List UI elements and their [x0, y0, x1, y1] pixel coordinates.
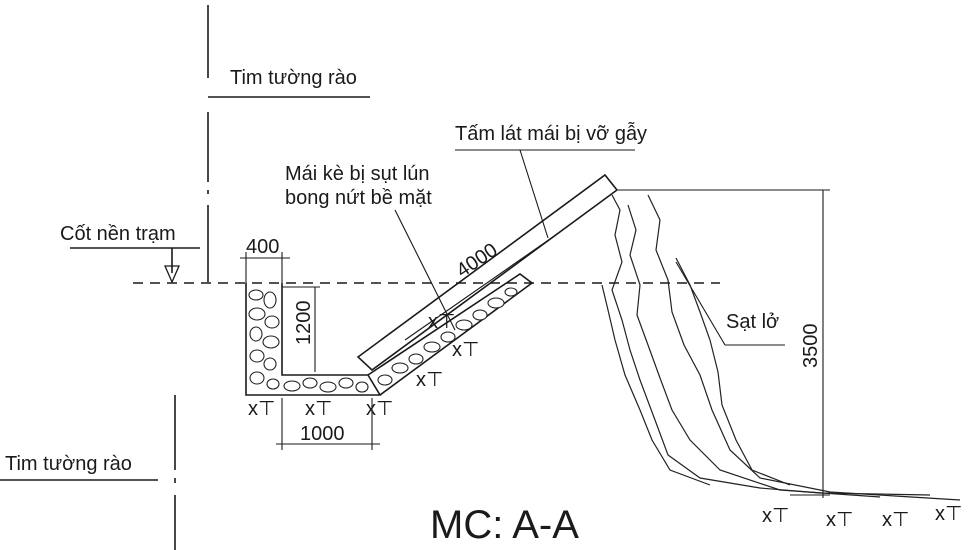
landslide-label: Sạt lở — [726, 311, 779, 333]
landslide-cracks — [601, 194, 961, 501]
dim-top-width — [240, 252, 290, 283]
broken-slab-label: Tấm lát mái bị vỡ gẫy — [455, 122, 647, 145]
slope-revetment — [367, 273, 534, 396]
dim-bottom-width-text: 1000 — [300, 423, 345, 445]
fence-axis-top — [207, 5, 370, 282]
slab-leader-arrow — [519, 149, 549, 239]
ground-level-label: Cốt nền trạm — [60, 223, 176, 245]
fence-axis-bottom — [0, 395, 176, 550]
drainage-channel — [245, 283, 382, 396]
dim-slope-length-text: 4000 — [452, 239, 501, 282]
paving-slab — [356, 173, 655, 372]
dim-depth — [282, 286, 320, 372]
dim-slope-length — [404, 231, 561, 341]
soil-symbol: x⊤ — [416, 369, 443, 391]
dim-top-width-text: 400 — [246, 236, 279, 258]
rubble-stones — [248, 289, 369, 393]
slope-stones — [377, 287, 518, 386]
fence-axis-bottom-label: Tim tường rào — [5, 453, 132, 475]
slope-sink-label-2: bong nứt bề mặt — [285, 187, 432, 209]
soil-symbol: x⊤ — [305, 398, 332, 420]
dim-height — [655, 189, 830, 498]
slope-sink-label-1: Mái kè bị sụt lún — [285, 163, 430, 185]
soil-symbols: x⊤ x⊤ x⊤ x⊤ x⊤ x⊤ x⊤ x⊤ x⊤ x⊤ — [248, 311, 962, 531]
soil-symbol: x⊤ — [366, 398, 393, 420]
soil-symbol: x⊤ — [882, 509, 909, 531]
section-title: MC: A-A — [430, 503, 579, 547]
dim-depth-text: 1200 — [293, 301, 315, 346]
dim-bottom-width — [276, 398, 380, 450]
soil-symbol: x⊤ — [428, 311, 455, 333]
soil-symbol: x⊤ — [935, 503, 962, 525]
dim-height-text: 3500 — [800, 324, 822, 369]
sink-label-leader — [394, 209, 456, 331]
soil-symbol: x⊤ — [452, 339, 479, 361]
ground-level-marker — [70, 247, 200, 284]
fence-axis-top-label: Tim tường rào — [230, 67, 357, 89]
soil-symbol: x⊤ — [762, 505, 789, 527]
soil-symbol: x⊤ — [248, 398, 275, 420]
soil-symbol: x⊤ — [826, 509, 853, 531]
